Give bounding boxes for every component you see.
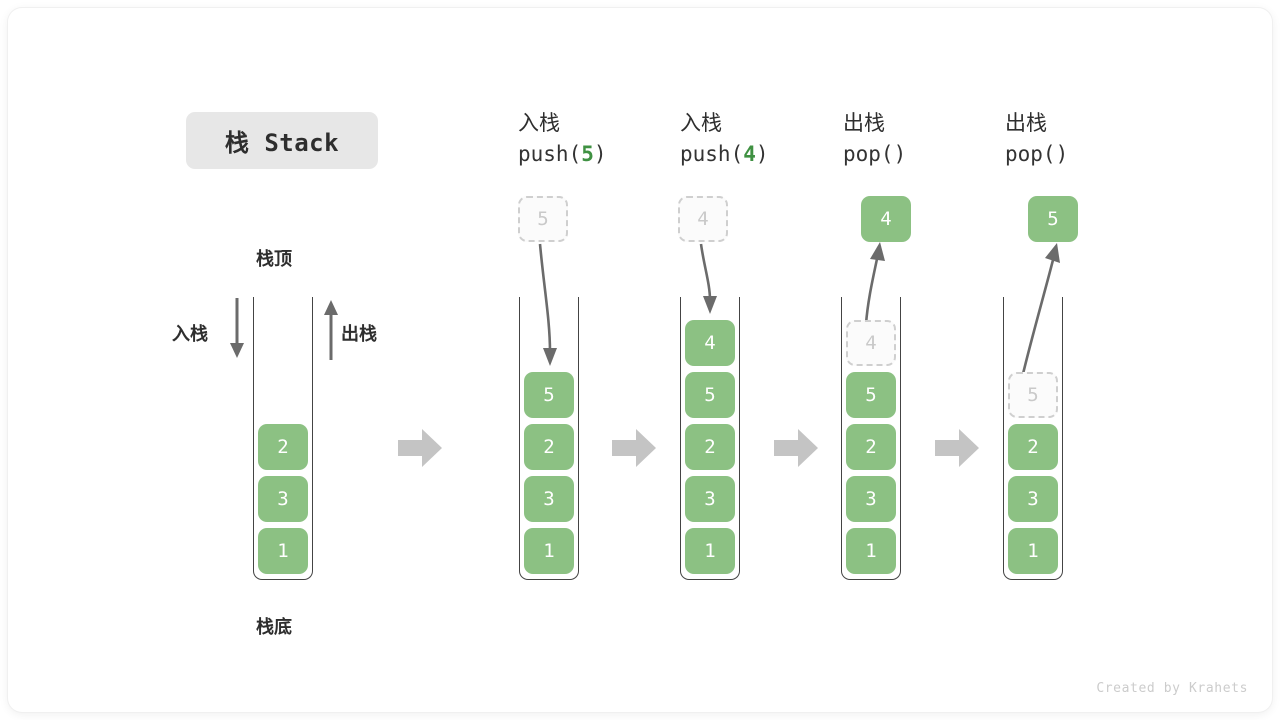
pop-motion-arrow-icon — [1020, 243, 1060, 379]
stack-container — [680, 297, 740, 580]
step-arrow-icon — [774, 429, 818, 467]
vacated-ghost-cell: 4 — [846, 320, 896, 366]
diagram-title-label: 栈 Stack — [224, 129, 340, 157]
stack-cell: 3 — [685, 476, 735, 522]
stack-cell: 2 — [258, 424, 308, 470]
vacated-ghost-cell: 5 — [1008, 372, 1058, 418]
stack-top-label: 栈顶 — [256, 249, 292, 269]
pop-direction-arrow-icon — [324, 300, 338, 360]
floating-ghost-cell: 5 — [518, 196, 568, 242]
stack-cell: 5 — [685, 372, 735, 418]
step-arrow-icon — [612, 429, 656, 467]
stack-cell: 2 — [524, 424, 574, 470]
stack-cell: 3 — [1008, 476, 1058, 522]
code-number: 4 — [743, 142, 756, 167]
stack-cell: 1 — [524, 528, 574, 574]
stack-cell: 4 — [685, 320, 735, 366]
push-motion-arrow-icon — [538, 243, 557, 366]
stack-container — [253, 297, 313, 580]
stack-cell: 3 — [524, 476, 574, 522]
stack-container — [519, 297, 579, 580]
code-suffix: ) — [593, 142, 607, 167]
column-header-code: pop() — [1005, 139, 1175, 170]
code-suffix: ) — [1055, 142, 1069, 167]
stack-cell: 3 — [258, 476, 308, 522]
column-header-code: pop() — [843, 139, 1013, 170]
floating-ghost-cell: 4 — [678, 196, 728, 242]
stack-cell: 2 — [685, 424, 735, 470]
pop-motion-arrow-icon — [864, 242, 885, 325]
stack-cell: 1 — [846, 528, 896, 574]
code-number: 5 — [581, 142, 594, 167]
code-prefix: push( — [518, 142, 582, 167]
code-suffix: ) — [893, 142, 907, 167]
column-header-cn: 入栈 — [518, 112, 560, 135]
diagram-title-chip: 栈 Stack — [186, 112, 378, 169]
step-arrow-icon — [935, 429, 979, 467]
column-header-code: push(5) — [518, 139, 688, 170]
pop-direction-label: 出栈 — [341, 324, 377, 344]
stack-cell: 5 — [846, 372, 896, 418]
step-arrow-icon — [398, 429, 442, 467]
push-direction-label: 入栈 — [172, 324, 208, 344]
column-header: 入栈 push(4) — [680, 108, 850, 170]
column-header: 出栈 pop() — [843, 108, 1013, 170]
stack-bottom-label: 栈底 — [256, 617, 292, 637]
popped-cell: 4 — [861, 196, 911, 242]
column-header: 出栈 pop() — [1005, 108, 1175, 170]
stack-cell: 1 — [1008, 528, 1058, 574]
column-header: 入栈 push(5) — [518, 108, 688, 170]
code-prefix: push( — [680, 142, 744, 167]
code-prefix: pop( — [843, 142, 894, 167]
column-header-code: push(4) — [680, 139, 850, 170]
stack-cell: 5 — [524, 372, 574, 418]
popped-cell: 5 — [1028, 196, 1078, 242]
stack-container — [1003, 297, 1063, 580]
column-header-cn: 出栈 — [843, 112, 885, 135]
column-header-cn: 入栈 — [680, 112, 722, 135]
column-header-cn: 出栈 — [1005, 112, 1047, 135]
stack-cell: 3 — [846, 476, 896, 522]
code-suffix: ) — [755, 142, 769, 167]
push-motion-arrow-icon — [699, 243, 717, 314]
push-direction-arrow-icon — [230, 298, 244, 358]
stack-cell: 2 — [846, 424, 896, 470]
stack-container — [841, 297, 901, 580]
stack-cell: 1 — [685, 528, 735, 574]
stack-cell: 2 — [1008, 424, 1058, 470]
code-prefix: pop( — [1005, 142, 1056, 167]
credit-label: Created by Krahets — [1096, 681, 1248, 696]
stack-cell: 1 — [258, 528, 308, 574]
